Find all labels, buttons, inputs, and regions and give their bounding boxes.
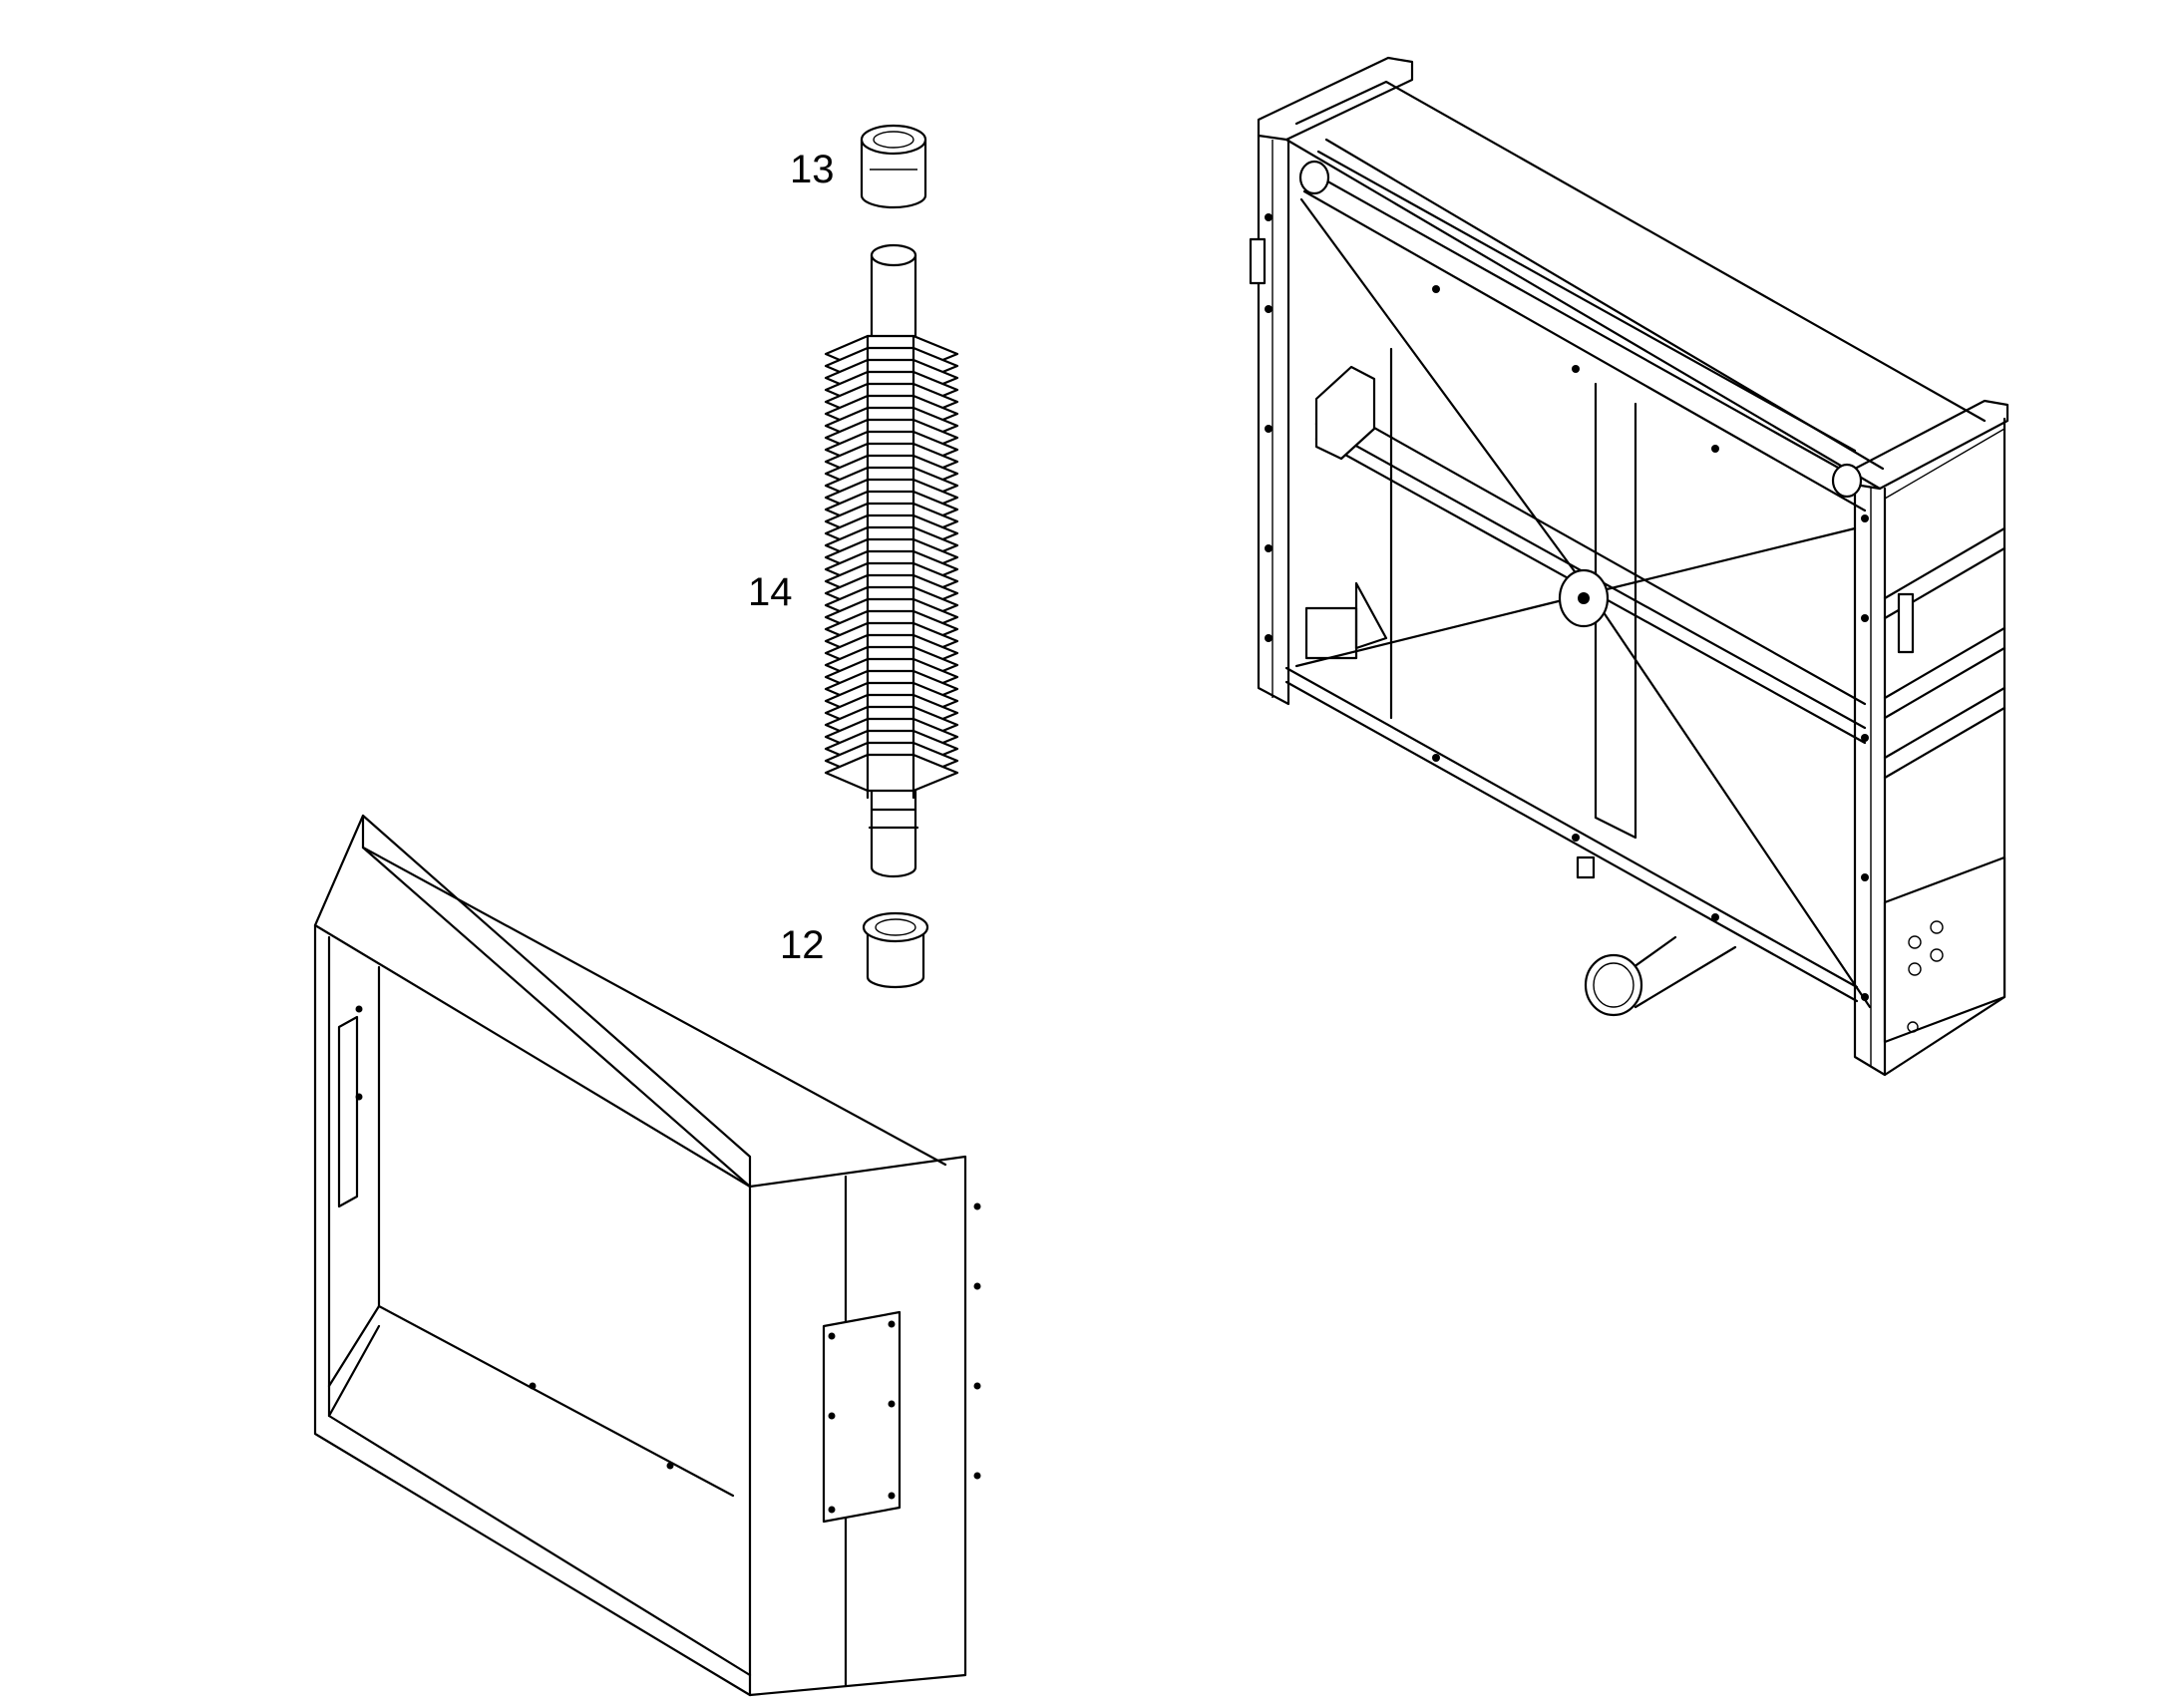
upper-header-tube	[1304, 150, 1857, 471]
shroud-bolts	[355, 1005, 981, 1514]
tube-fins	[824, 334, 959, 800]
shroud-top-lip	[361, 814, 752, 1189]
bushing-12	[862, 911, 929, 989]
top-right-rail-cap	[1853, 399, 2009, 491]
callout-13: 13	[790, 148, 835, 191]
core-tube-assembly	[824, 124, 959, 989]
callout-12: 12	[780, 923, 825, 967]
bushing-13	[860, 124, 927, 209]
mid-left-bracket	[1314, 365, 1376, 461]
shroud-opening	[377, 965, 735, 1498]
tube-top-section	[870, 253, 917, 341]
fin-spine	[866, 334, 915, 800]
lower-left-bracket	[1304, 606, 1358, 660]
tube-bottom-section	[870, 786, 917, 878]
outlet-fitting	[1576, 855, 1596, 879]
shroud-access-panel	[822, 1310, 902, 1524]
shroud-left-panel	[313, 923, 752, 1697]
left-side-plate	[1257, 134, 1290, 706]
shroud-housing	[313, 814, 981, 1697]
radiator-frame-assembly	[1249, 56, 2009, 1077]
right-lower-plate	[1883, 855, 2006, 1044]
shroud-right-panel	[748, 1155, 967, 1697]
shroud-side-slot	[337, 1015, 359, 1208]
upper-tube-right-end	[1831, 463, 1863, 499]
bottom-bar	[1284, 666, 1859, 1003]
frame-bolts	[1265, 213, 1869, 1001]
left-bracket	[1249, 237, 1267, 285]
right-bracket	[1897, 592, 1915, 654]
callout-14: 14	[748, 570, 793, 614]
top-left-rail-cap	[1257, 56, 1414, 142]
upper-tube-left-end	[1298, 160, 1330, 195]
